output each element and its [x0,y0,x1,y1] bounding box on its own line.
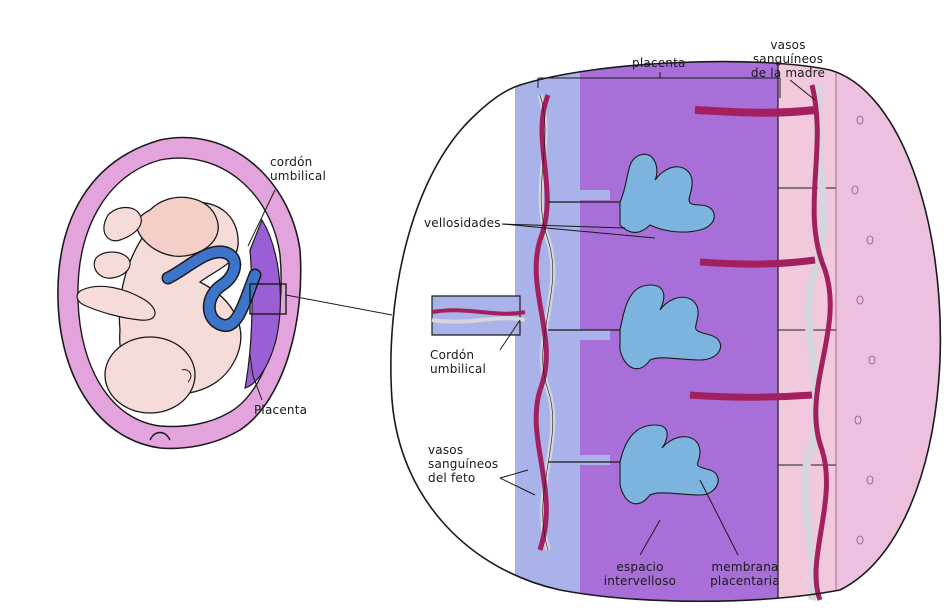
uterus-group [58,138,301,449]
label-cordon-left-line2: umbilical [270,169,326,183]
label-cordon-right-line2: umbilical [430,362,486,376]
label-vasos-feto: vasos sanguíneos del feto [428,443,498,485]
label-espacio-line1: espacio [598,560,682,574]
label-placenta-top: placenta [632,56,686,70]
label-membrana-line2: placentaria [700,574,790,588]
label-vasos-feto-line2: sanguíneos [428,457,498,471]
label-vellosidades: vellosidades [424,216,501,230]
label-vasos-madre: vasos sanguíneos de la madre [748,38,828,80]
label-vasos-feto-line1: vasos [428,443,498,457]
label-cordon-right-line1: Cordón [430,348,486,362]
zoom-detail [380,50,949,612]
label-membrana-line1: membrana [700,560,790,574]
label-vasos-madre-line3: de la madre [748,66,828,80]
label-vasos-madre-line2: sanguíneos [748,52,828,66]
label-cordon-umbilical-left: cordón umbilical [270,155,326,183]
label-cordon-umbilical-right: Cordón umbilical [430,348,486,376]
label-vasos-madre-line1: vasos [748,38,828,52]
label-vasos-feto-line3: del feto [428,471,498,485]
maternal-wall [836,60,949,612]
label-membrana-placentaria: membrana placentaria [700,560,790,588]
label-espacio-intervelloso: espacio intervelloso [598,560,682,588]
label-cordon-left-line1: cordón [270,155,326,169]
fetus-head [105,337,195,413]
label-placenta-left: Placenta [254,403,307,417]
label-espacio-line2: intervelloso [598,574,682,588]
